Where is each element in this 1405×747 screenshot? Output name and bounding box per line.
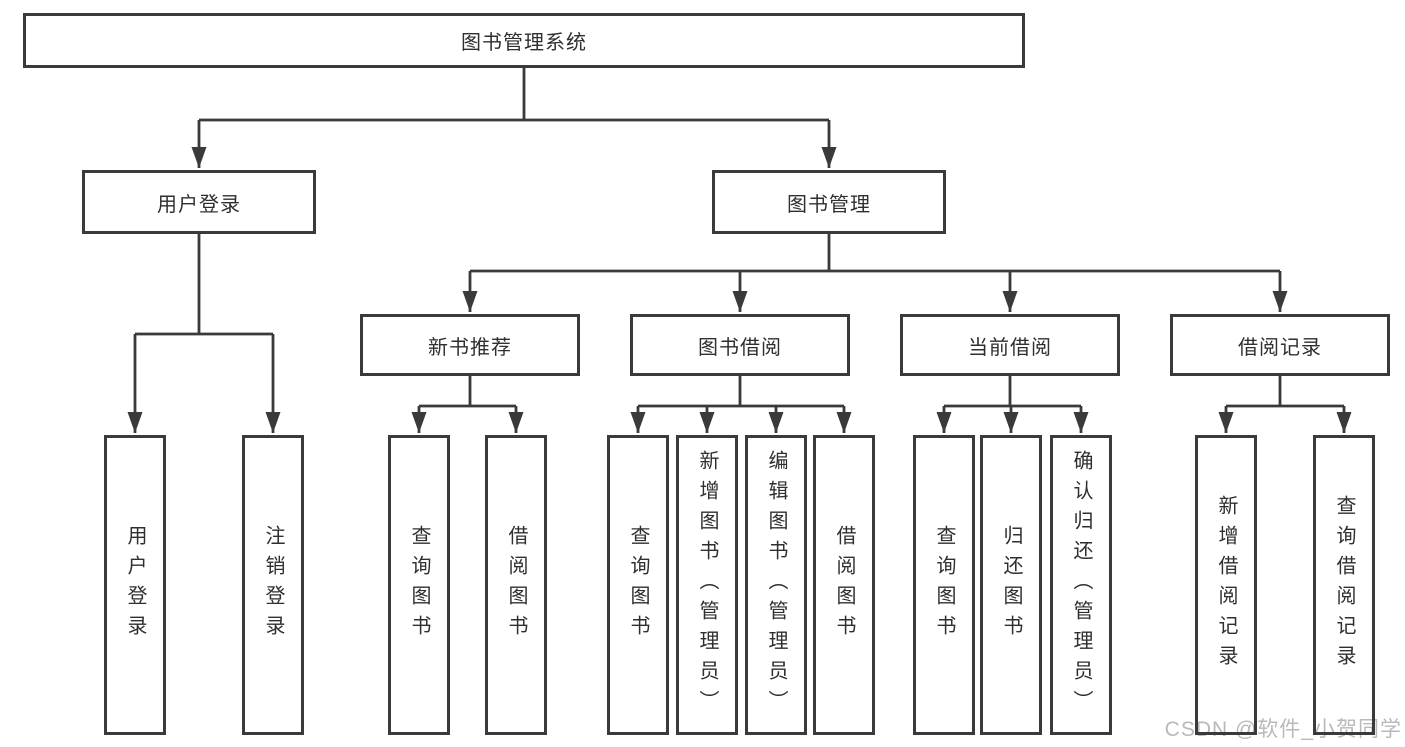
leaf-bb-borrow-books: 借阅图书 xyxy=(813,435,875,735)
node-borrow-records: 借阅记录 xyxy=(1170,314,1390,376)
leaf-bb-query-books: 查询图书 xyxy=(607,435,669,735)
leaf-nb-query-books: 查询图书 xyxy=(388,435,450,735)
leaf-label: 用户登录 xyxy=(124,525,146,645)
leaf-bb-add-book-admin: 新增图书（管理员） xyxy=(676,435,738,735)
leaf-label: 新增借阅记录 xyxy=(1215,495,1237,675)
leaf-user-login: 用户登录 xyxy=(104,435,166,735)
csdn-watermark: CSDN @软件_小贺同学 xyxy=(1164,718,1402,741)
leaf-label: 查询图书 xyxy=(933,525,955,645)
leaf-label: 借阅图书 xyxy=(833,525,855,645)
node-new-book-recommend: 新书推荐 xyxy=(360,314,580,376)
leaf-cb-return-books: 归还图书 xyxy=(980,435,1042,735)
leaf-cb-confirm-return-admin: 确认归还（管理员） xyxy=(1050,435,1112,735)
leaf-label: 归还图书 xyxy=(1000,525,1022,645)
leaf-br-add-record: 新增借阅记录 xyxy=(1195,435,1257,735)
node-user-login: 用户登录 xyxy=(82,170,316,234)
leaf-cb-query-books: 查询图书 xyxy=(913,435,975,735)
node-current-borrow: 当前借阅 xyxy=(900,314,1120,376)
leaf-bb-edit-book-admin: 编辑图书（管理员） xyxy=(745,435,807,735)
leaf-nb-borrow-books: 借阅图书 xyxy=(485,435,547,735)
leaf-br-query-record: 查询借阅记录 xyxy=(1313,435,1375,735)
leaf-label: 新增图书（管理员） xyxy=(696,450,718,720)
leaf-label: 借阅图书 xyxy=(505,525,527,645)
leaf-label: 确认归还（管理员） xyxy=(1070,450,1092,720)
node-book-management: 图书管理 xyxy=(712,170,946,234)
leaf-label: 查询图书 xyxy=(627,525,649,645)
leaf-label: 注销登录 xyxy=(262,525,284,645)
leaf-label: 查询借阅记录 xyxy=(1333,495,1355,675)
node-root-library-system: 图书管理系统 xyxy=(23,13,1025,68)
leaf-logout: 注销登录 xyxy=(242,435,304,735)
node-book-borrow: 图书借阅 xyxy=(630,314,850,376)
leaf-label: 编辑图书（管理员） xyxy=(765,450,787,720)
leaf-label: 查询图书 xyxy=(408,525,430,645)
